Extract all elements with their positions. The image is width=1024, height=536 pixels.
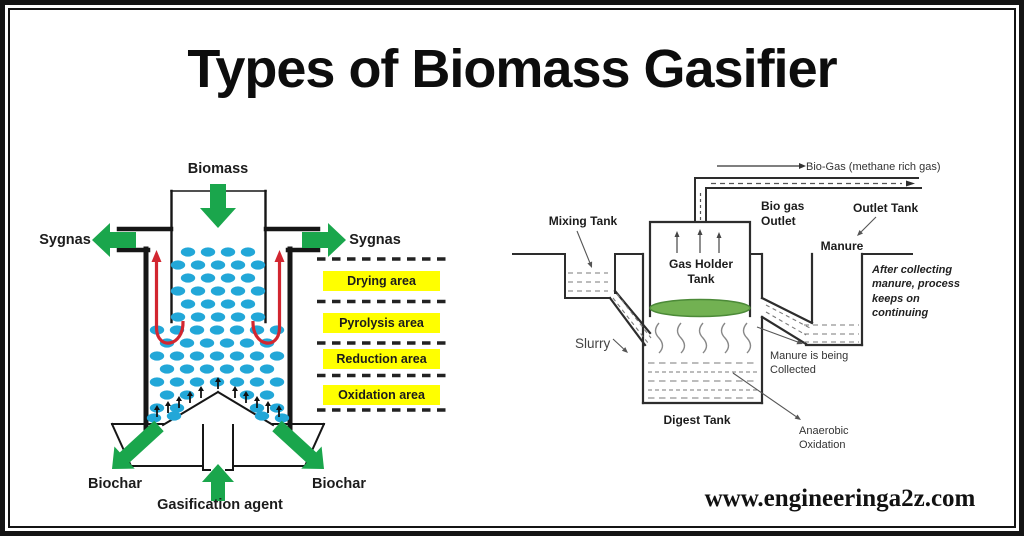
anaerobic-line: Anaerobic — [799, 425, 849, 437]
biomass-label: Biomass — [187, 161, 249, 177]
gasifier-vessel-walls — [110, 189, 326, 471]
process-note: After collecting manure, process keeps o… — [872, 263, 967, 320]
zone-label-oxidation: Oxidation area — [323, 385, 440, 405]
note-line: After collecting — [872, 264, 953, 276]
liquid-level-lines — [568, 180, 915, 399]
gas-holder-line: Tank — [687, 272, 715, 287]
anaerobic-oxidation-label: Anaerobic Oxidation — [799, 424, 869, 453]
mixing-tank-label: Mixing Tank — [548, 214, 618, 228]
page-title: Types of Biomass Gasifier — [187, 39, 837, 99]
slurry-label: Slurry — [575, 336, 611, 351]
bio-gas-outlet-line: Bio gas — [761, 199, 805, 213]
manure-collected-line: Manure is being — [770, 350, 849, 362]
bio-gas-label: Bio-Gas (methane rich gas) — [806, 161, 941, 173]
bio-gas-outlet-line: Outlet — [761, 214, 796, 229]
biomass-particles — [146, 247, 290, 423]
note-line: keeps on — [872, 292, 920, 305]
gas-holder-tank-label: Gas Holder Tank — [666, 257, 736, 288]
biogas-plant-structure — [512, 177, 922, 405]
gas-holder-line: Gas Holder — [668, 257, 734, 271]
note-line: continuing — [872, 306, 929, 319]
bio-gas-outlet-label: Bio gas Outlet — [761, 199, 821, 230]
annotation-arrows — [576, 163, 877, 420]
manure-collected-line: Collected — [770, 364, 816, 377]
flow-direction-arrows — [92, 184, 346, 501]
biochar-right-label: Biochar — [312, 476, 366, 492]
outlet-tank-label: Outlet Tank — [853, 201, 919, 215]
zone-label-drying: Drying area — [323, 271, 440, 291]
slurry-surface — [649, 229, 752, 354]
gas-recirculation-arrows — [151, 250, 285, 345]
watermark: www.engineeringa2z.com — [704, 485, 976, 512]
zone-label-pyrolysis: Pyrolysis area — [323, 313, 440, 333]
manure-label: Manure — [820, 239, 864, 253]
syngas-left-label: Sygnas — [39, 232, 91, 248]
zone-label-reduction: Reduction area — [323, 349, 440, 369]
syngas-right-label: Sygnas — [349, 232, 401, 248]
gasification-agent-label: Gasification agent — [157, 497, 283, 513]
zone-divider-lines — [317, 257, 446, 412]
anaerobic-line: Oxidation — [799, 439, 846, 452]
manure-collected-label: Manure is being Collected — [770, 349, 865, 378]
digest-tank-label: Digest Tank — [663, 413, 731, 427]
agent-flow-small-arrows — [154, 377, 282, 417]
biochar-left-label: Biochar — [88, 476, 142, 492]
note-line: manure, process — [872, 278, 961, 291]
